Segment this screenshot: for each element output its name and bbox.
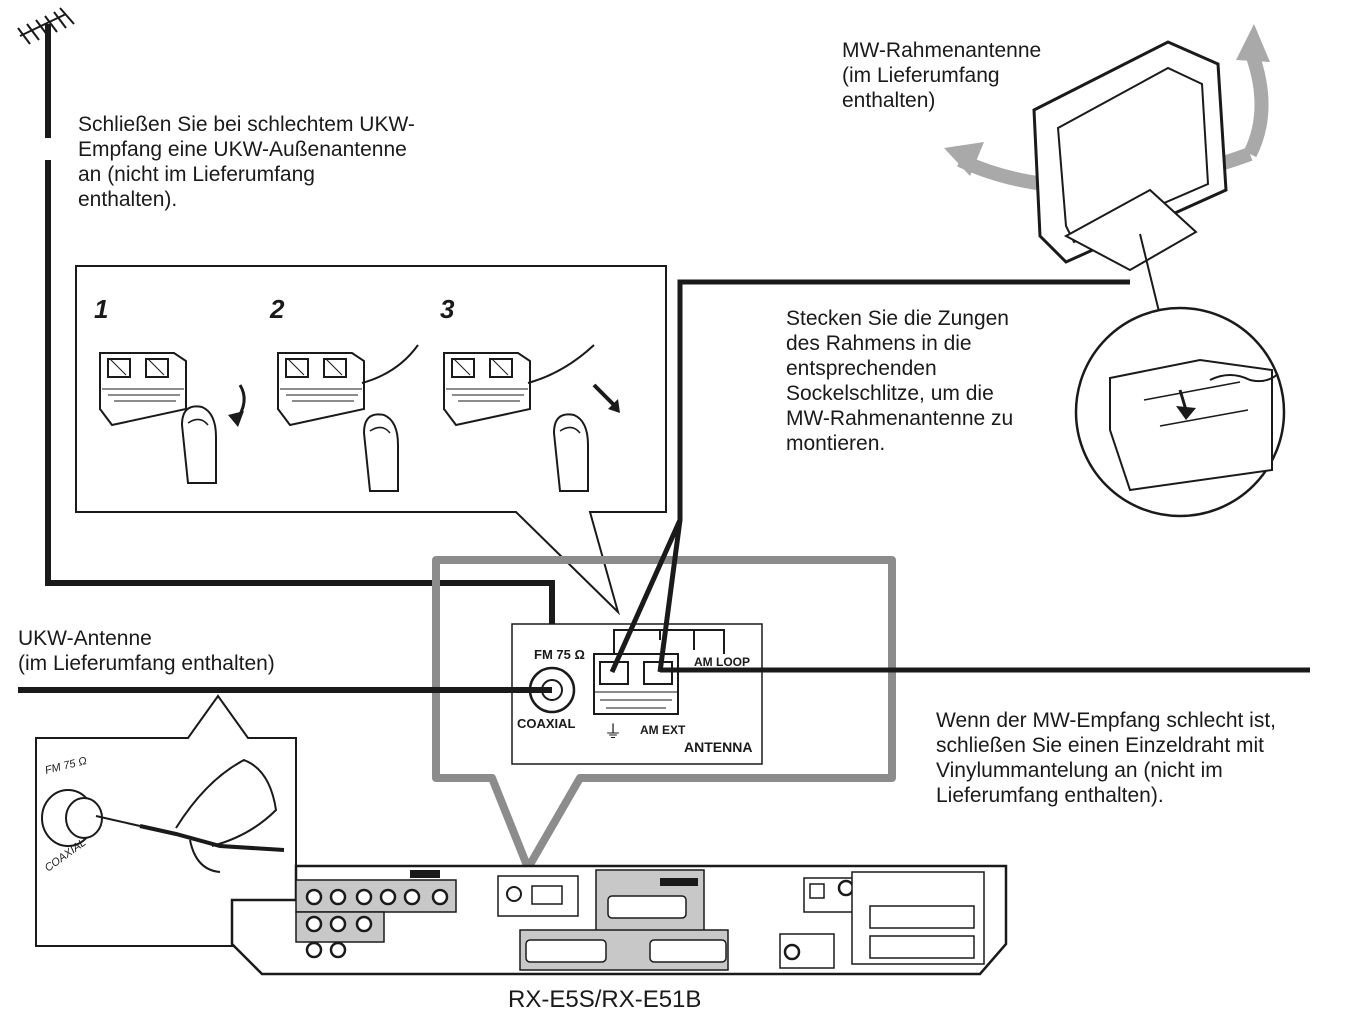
panel-am-ext-label: AM EXT (640, 723, 686, 737)
rear-panel (230, 864, 1008, 976)
outdoor-fm-antenna-illustration (17, 7, 75, 138)
am-loop-cable (609, 279, 1130, 674)
panel-fm-label: FM 75 Ω (534, 647, 585, 662)
step-3-figure (443, 344, 620, 492)
panel-am-loop-label: AM LOOP (694, 655, 750, 669)
panel-antenna-label: ANTENNA (684, 739, 752, 755)
fm-inset-callout (35, 694, 297, 947)
step-2-figure (277, 344, 419, 492)
fm-outdoor-antenna-note: Schließen Sie bei schlechtem UKW- Empfan… (78, 113, 415, 211)
panel-callout-outline (432, 556, 896, 872)
am-loop-antenna-illustration (944, 24, 1270, 272)
step-1-figure (99, 352, 246, 484)
panel-ground-icon: ⏚ (604, 722, 622, 742)
fm-antenna-label: UKW-Antenne (im Lieferumfang enthalten) (18, 627, 275, 675)
fm-inset-connector (41, 758, 285, 873)
am-loop-antenna-label: MW-Rahmenantenne (im Lieferumfang enthal… (842, 39, 1042, 112)
panel-coaxial-label: COAXIAL (517, 716, 576, 731)
am-loop-base-zoom (1074, 233, 1286, 518)
step-number-1: 1 (94, 294, 108, 324)
am-wire-note: Wenn der MW-Empfang schlecht ist, schlie… (936, 709, 1277, 807)
step-number-3: 3 (440, 294, 455, 324)
model-name: RX-E5S/RX-E51B (508, 986, 702, 1013)
step-number-2: 2 (269, 294, 285, 324)
am-loop-assembly-note: Stecken Sie die Zungen des Rahmens in di… (786, 307, 1014, 455)
